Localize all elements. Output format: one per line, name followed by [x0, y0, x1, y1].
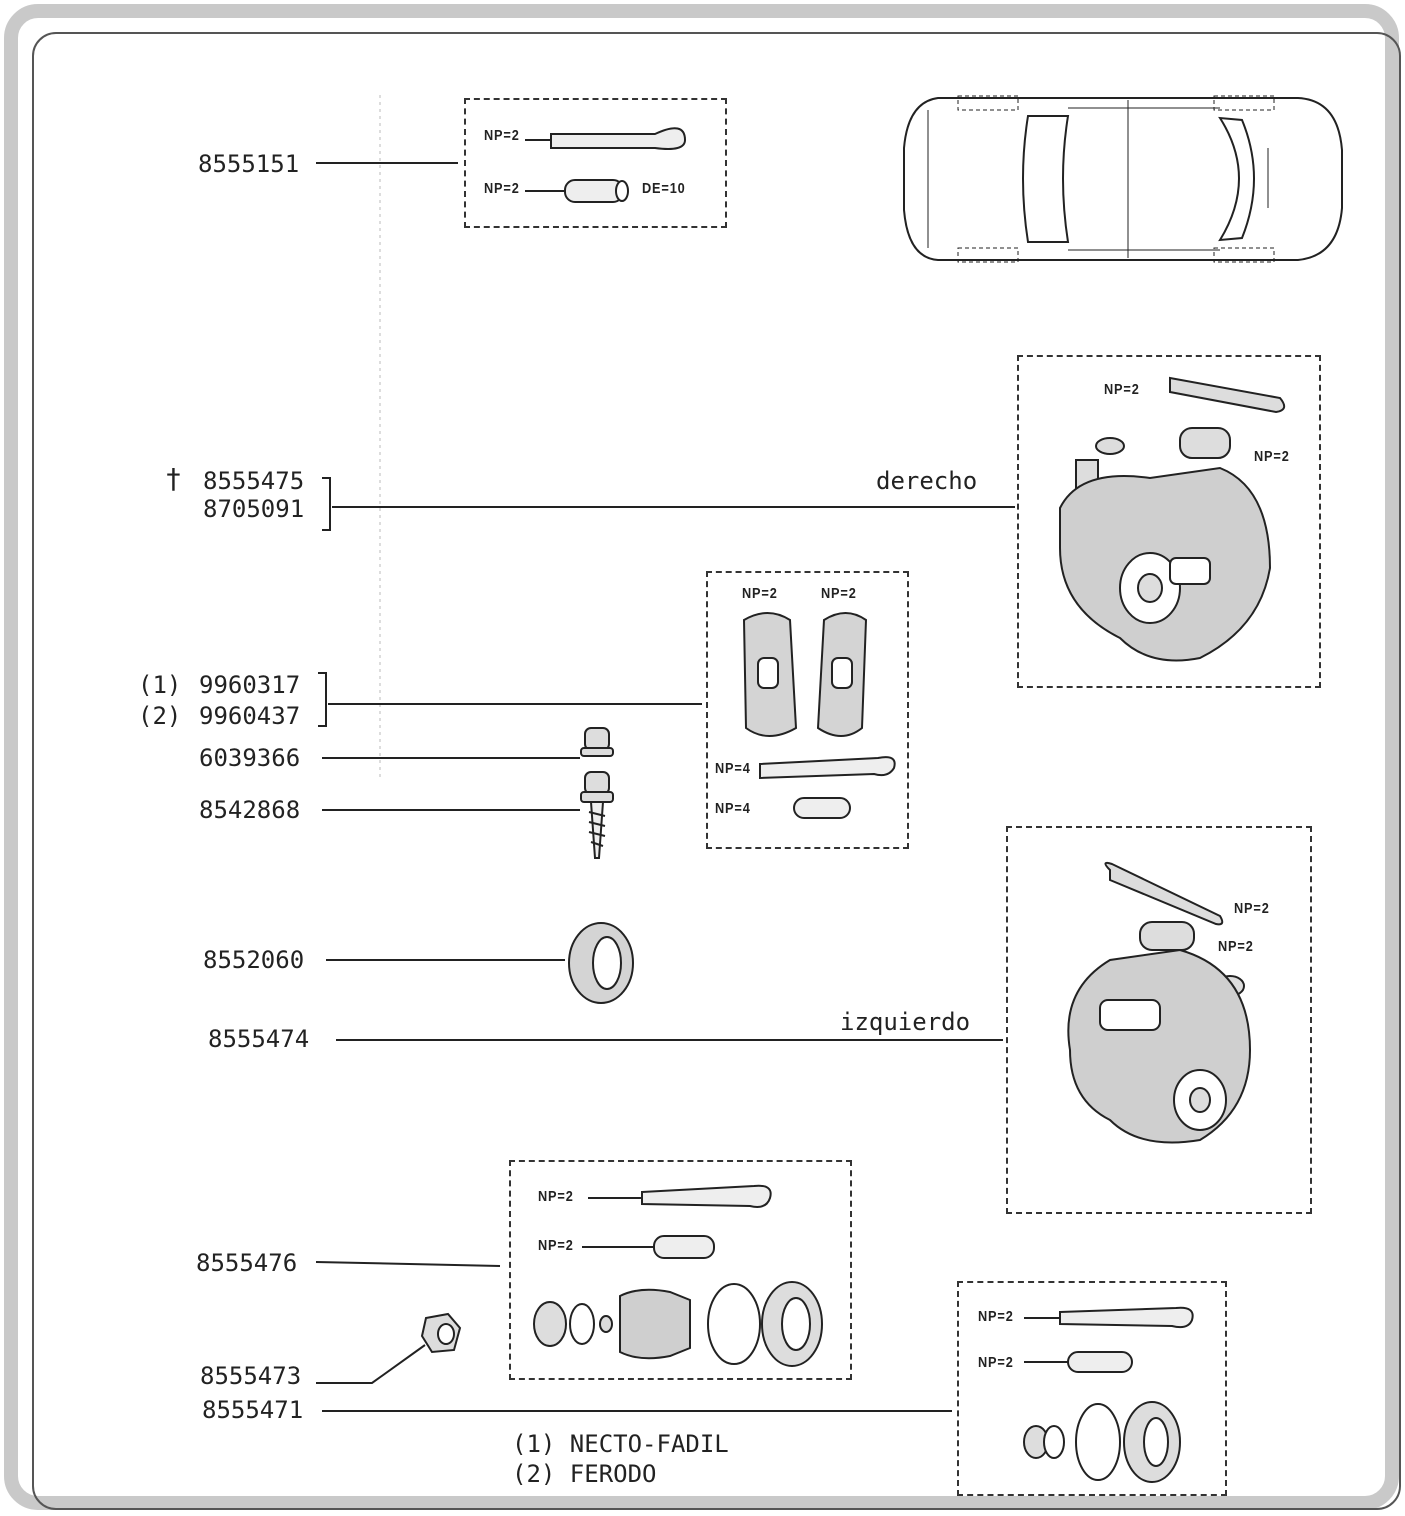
caliper-right-drawing	[1059, 376, 1286, 662]
qty-label: NP=2	[1234, 900, 1270, 917]
leader-8555473	[316, 1344, 426, 1384]
bracket-pads	[318, 672, 327, 727]
legend-line-1: (1) NECTO-FADIL	[512, 1430, 729, 1458]
pad-prefix-1: (1)	[138, 671, 182, 699]
qty-label: NP=4	[715, 760, 751, 777]
qty-label: NP=2	[538, 1237, 574, 1254]
part-number-6039366: 6039366	[199, 744, 301, 772]
seal-kit-drawing	[1023, 1306, 1194, 1483]
pad-prefix-2: (2)	[138, 702, 182, 730]
brake-pads-drawing	[742, 612, 896, 819]
box-caliper-left	[1006, 826, 1312, 1214]
box-brake-pads	[706, 571, 909, 849]
qty-label: NP=2	[821, 585, 857, 602]
qty-label: NP=2	[978, 1354, 1014, 1371]
part-number-8705091: 8705091	[203, 495, 305, 523]
part-number-8555474: 8555474	[208, 1025, 310, 1053]
part-number-8552060: 8552060	[203, 946, 305, 974]
box-seal-kit	[957, 1281, 1227, 1496]
qty-label: NP=2	[1104, 381, 1140, 398]
qty-label: NP=2	[978, 1308, 1014, 1325]
leader-8555476	[315, 1261, 501, 1267]
seal-ring-drawing	[568, 922, 634, 1004]
qty-label: NP=2	[742, 585, 778, 602]
qty-label: NP=4	[715, 800, 751, 817]
qty-label: NP=2	[484, 180, 520, 197]
part-number-9960317: 9960317	[199, 671, 301, 699]
pin-and-spring-drawing	[525, 127, 687, 203]
part-number-8555473: 8555473	[200, 1362, 302, 1390]
nut-drawing	[420, 1312, 462, 1354]
qty-label: NP=2	[1254, 448, 1290, 465]
part-number-8555151: 8555151	[198, 150, 300, 178]
legend-line-2: (2) FERODO	[512, 1460, 657, 1488]
qty-label: NP=2	[1218, 938, 1254, 955]
part-number-8555476: 8555476	[196, 1249, 298, 1277]
part-number-8542868: 8542868	[199, 796, 301, 824]
box-repair-kit	[509, 1160, 852, 1380]
bolt-and-cap-drawing	[580, 727, 614, 859]
box-pins-springs-top	[464, 98, 727, 228]
side-label-left: izquierdo	[840, 1008, 971, 1036]
part-number-9960437: 9960437	[199, 702, 301, 730]
qty-label: NP=2	[484, 127, 520, 144]
caliper-left-drawing	[1067, 861, 1252, 1144]
part-number-8555471: 8555471	[202, 1396, 304, 1424]
side-label-right: derecho	[876, 467, 978, 495]
repair-kit-drawing	[533, 1184, 823, 1367]
dagger-mark: †	[165, 462, 182, 495]
box-caliper-right	[1017, 355, 1321, 688]
size-label: DE=10	[642, 180, 686, 197]
car-top-view-icon	[903, 95, 1343, 263]
diagram-inner-border	[32, 32, 1401, 1510]
qty-label: NP=2	[538, 1188, 574, 1205]
bracket-caliper-right	[322, 477, 331, 531]
part-number-8555475: 8555475	[203, 467, 305, 495]
